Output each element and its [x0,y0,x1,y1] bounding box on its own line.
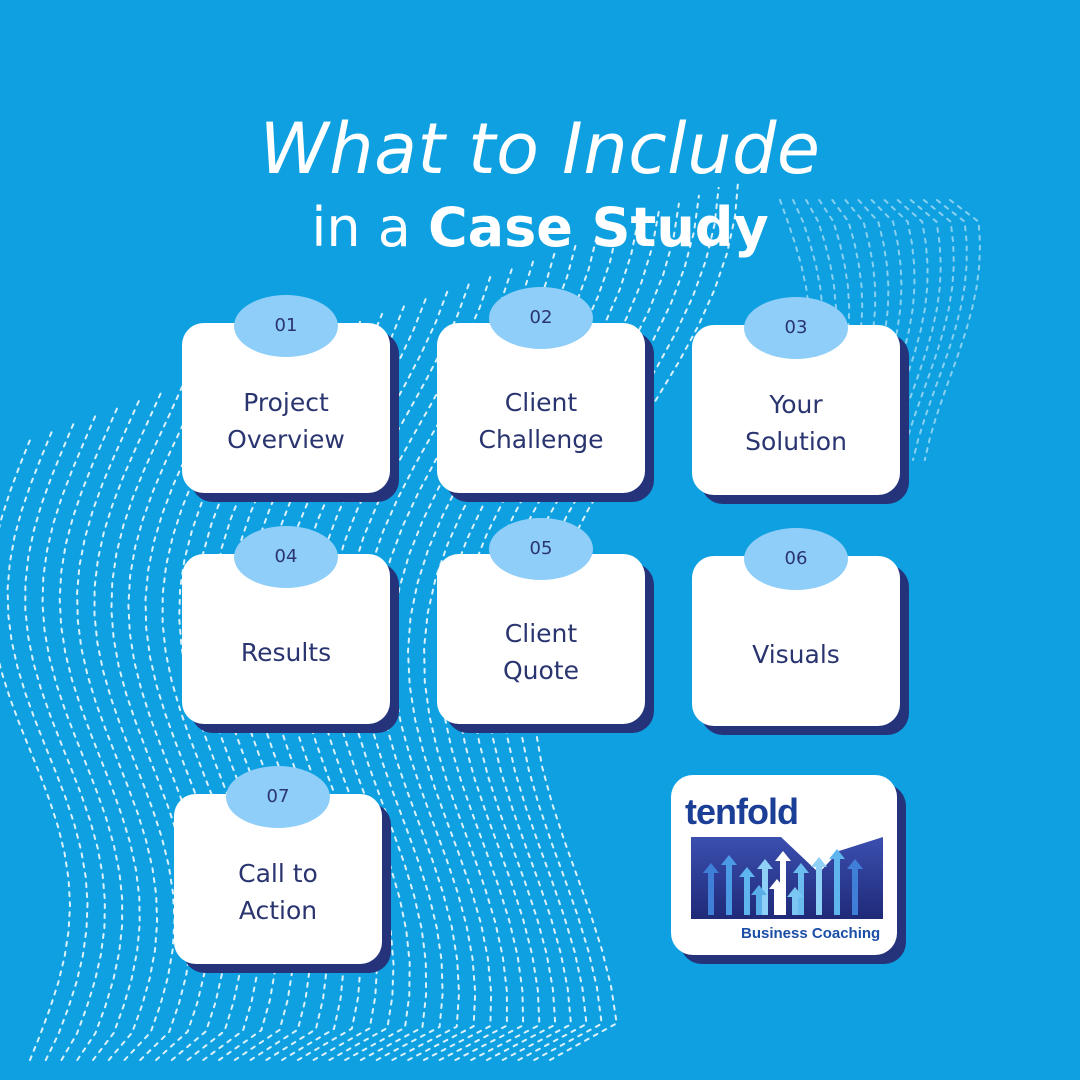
arrow-shape [739,867,755,915]
step-badge: 04 [234,526,338,588]
arrow-shape [751,885,767,915]
heading-prefix: in a [311,196,411,259]
step-badge: 03 [744,297,848,359]
wave-line [900,199,955,461]
wave-line [406,242,578,1061]
card-label: Visuals [752,639,840,669]
wave-line [58,407,141,1061]
wave-line [24,423,106,1061]
card-your-solution: 03 Your Solution [692,297,900,495]
card-label: Project Overview [227,388,345,454]
step-badge: 02 [489,287,593,349]
wave-line [326,281,471,1061]
arrow-shape [811,857,827,915]
card-call-to-action: 07 Call to Action [174,766,382,964]
card-label: Results [240,637,332,667]
wave-line [888,199,942,461]
heading-emphasis: Case Study [428,196,769,259]
arrow-shape [775,851,791,915]
heading-line-2: in a Case Study [0,196,1080,259]
wave-line [6,431,89,1061]
arrow-shape [847,859,863,915]
wave-line [76,399,159,1061]
arrow-shape [769,879,785,915]
step-badge: 05 [489,518,593,580]
step-badge: 06 [744,528,848,590]
card-project-overview: 01 Project Overview [182,295,390,493]
arrow-shape [787,887,803,915]
arrow-shape [829,849,845,915]
arrow-shape [721,855,737,915]
logo-tagline: Business Coaching [741,925,881,942]
step-badge: 01 [234,295,338,357]
card-label: Your Solution [745,390,847,456]
card-client-quote: 05 Client Quote [437,518,645,724]
card-label: Call to Action [238,859,318,925]
card-results: 04 Results [182,526,390,724]
wave-line [833,199,877,461]
card-visuals: 06 Visuals [692,528,900,726]
heading-line-1: What to Include [259,108,821,190]
tenfold-logo-card: tenfold Business Coaching [671,775,897,955]
wave-line [93,391,176,1061]
arrow-shape [793,863,809,915]
wave-line [912,199,968,461]
wave-line [423,234,599,1061]
card-label: Client Quote [502,619,579,685]
wave-line [501,194,700,1061]
wave-line [110,383,193,1061]
logo-wordmark: tenfold [685,791,799,832]
arrows-logo-icon [691,837,883,919]
wave-line [822,199,864,461]
arrow-shape [703,863,719,915]
card-label: Client Challenge [478,388,604,454]
arrow-shape [757,859,773,915]
card-client-challenge: 02 Client Challenge [437,287,645,493]
wave-line [0,439,72,1061]
step-badge: 07 [226,766,330,828]
